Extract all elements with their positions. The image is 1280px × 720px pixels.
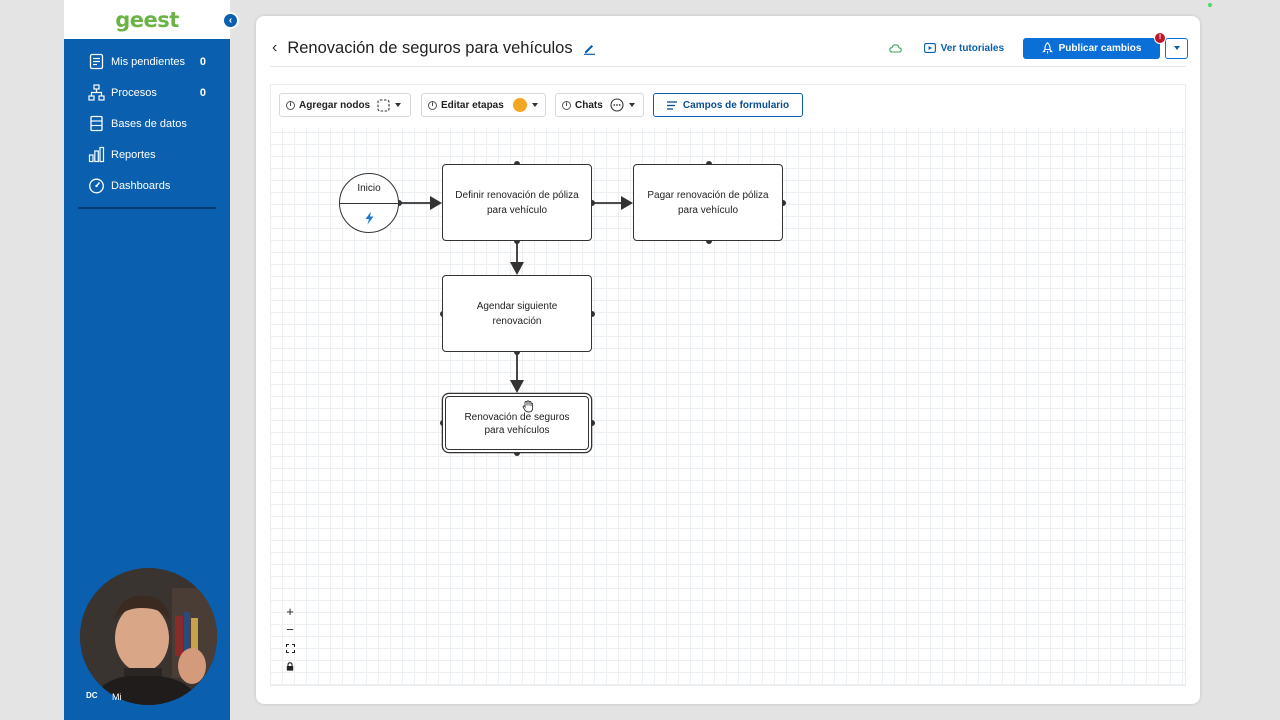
outer-background bbox=[0, 0, 64, 720]
sidebar-item-label: Reportes bbox=[111, 148, 156, 161]
header-divider bbox=[270, 66, 1186, 67]
database-icon bbox=[90, 115, 103, 132]
sidebar-item-count: 0 bbox=[199, 86, 206, 99]
sidebar-item-mis-pendientes[interactable]: Mis pendientes 0 bbox=[64, 46, 230, 77]
publish-label: Publicar cambios bbox=[1058, 42, 1142, 54]
rocket-icon bbox=[1041, 42, 1053, 54]
chevron-down-icon bbox=[628, 103, 635, 107]
edit-stages-label: Editar etapas bbox=[441, 99, 504, 111]
lock-button[interactable] bbox=[281, 658, 299, 677]
sidebar-item-label: Bases de datos bbox=[111, 117, 187, 130]
sidebar-item-reportes[interactable]: Reportes bbox=[64, 139, 230, 170]
info-icon: i bbox=[562, 100, 571, 110]
flow-node-agendar[interactable]: Agendar siguiente renovación bbox=[442, 275, 592, 352]
start-label: Inicio bbox=[357, 183, 381, 194]
chevron-down-icon bbox=[1173, 46, 1180, 50]
publish-changes-button[interactable]: Publicar cambios ! bbox=[1023, 31, 1166, 59]
notification-badge: ! bbox=[1154, 31, 1166, 44]
sidebar-divider bbox=[78, 207, 216, 209]
chat-bubble-icon bbox=[610, 98, 624, 112]
tutorials-link[interactable]: Ver tutoriales bbox=[923, 42, 1004, 54]
user-name: Mi bbox=[112, 692, 122, 702]
bar-chart-icon bbox=[88, 146, 105, 163]
back-arrow-icon[interactable]: ‹ bbox=[272, 39, 278, 56]
sidebar-item-count: 0 bbox=[199, 55, 206, 68]
zoom-out-button[interactable]: − bbox=[286, 622, 294, 638]
flow-node-definir[interactable]: Definir renovación de póliza para vehícu… bbox=[442, 164, 592, 241]
process-tree-icon bbox=[88, 84, 105, 101]
node-label: Definir renovación de póliza para vehícu… bbox=[455, 189, 579, 216]
pencil-edit-icon[interactable] bbox=[583, 42, 596, 55]
start-node-divider bbox=[340, 203, 398, 204]
tutorials-label: Ver tutoriales bbox=[940, 42, 1004, 54]
fullscreen-icon bbox=[285, 643, 295, 653]
status-dot bbox=[1208, 3, 1212, 7]
collapse-sidebar-button[interactable]: ‹ bbox=[222, 12, 239, 29]
tasks-icon bbox=[89, 53, 104, 70]
node-square-icon bbox=[377, 98, 390, 112]
form-fields-button[interactable]: Campos de formulario bbox=[653, 93, 803, 117]
start-node[interactable]: Inicio bbox=[339, 173, 399, 233]
lightning-bolt-icon bbox=[365, 211, 374, 225]
chevron-down-icon bbox=[395, 103, 402, 107]
flow-node-renovacion[interactable]: Renovación de seguros para vehículos bbox=[445, 396, 589, 450]
sidebar-item-label: Dashboards bbox=[111, 179, 171, 192]
add-nodes-label: Agregar nodos bbox=[299, 99, 371, 111]
user-initials-avatar[interactable]: DC bbox=[86, 691, 98, 700]
hand-cursor-icon bbox=[522, 400, 534, 413]
cloud-sync-icon bbox=[888, 43, 902, 53]
sidebar-item-dashboards[interactable]: Dashboards bbox=[64, 170, 230, 201]
play-video-icon bbox=[923, 43, 936, 53]
webcam-overlay bbox=[80, 568, 217, 705]
chats-tool[interactable]: i Chats bbox=[555, 93, 644, 117]
publish-options-dropdown[interactable] bbox=[1165, 37, 1188, 59]
logo-area[interactable]: geest bbox=[64, 0, 230, 39]
page-title: Renovación de seguros para vehículos bbox=[287, 38, 573, 57]
zoom-controls: + − bbox=[281, 602, 299, 676]
sidebar-item-procesos[interactable]: Procesos 0 bbox=[64, 77, 230, 108]
gauge-icon bbox=[89, 178, 104, 194]
flow-node-pagar[interactable]: Pagar renovación de póliza para vehículo bbox=[633, 164, 783, 241]
page-header: ‹ Renovación de seguros para vehículos V… bbox=[272, 31, 1188, 62]
stage-color-dot bbox=[512, 98, 527, 112]
add-nodes-tool[interactable]: i Agregar nodos bbox=[279, 93, 411, 117]
form-fields-label: Campos de formulario bbox=[682, 99, 790, 111]
chevron-down-icon bbox=[531, 103, 538, 107]
node-label: Renovación de seguros para vehículos bbox=[464, 412, 570, 436]
edit-stages-tool[interactable]: i Editar etapas bbox=[421, 93, 546, 117]
node-label: Pagar renovación de póliza para vehículo bbox=[647, 189, 769, 216]
app-logo: geest bbox=[115, 7, 179, 32]
sidebar-nav: Mis pendientes 0 Procesos 0 Bases de dat… bbox=[64, 46, 230, 201]
sidebar-item-bases-de-datos[interactable]: Bases de datos bbox=[64, 108, 230, 139]
header-actions: Ver tutoriales Publicar cambios ! bbox=[888, 31, 1188, 62]
node-label: Agendar siguiente renovación bbox=[476, 300, 558, 327]
lock-icon bbox=[286, 662, 294, 671]
sidebar-item-label: Mis pendientes bbox=[111, 55, 185, 68]
info-icon: i bbox=[428, 100, 437, 110]
info-icon: i bbox=[286, 100, 295, 110]
sidebar-item-label: Procesos bbox=[111, 86, 157, 99]
zoom-in-button[interactable]: + bbox=[286, 603, 294, 619]
list-lines-icon bbox=[666, 100, 677, 110]
fit-view-button[interactable] bbox=[281, 639, 299, 658]
chats-label: Chats bbox=[575, 99, 603, 111]
